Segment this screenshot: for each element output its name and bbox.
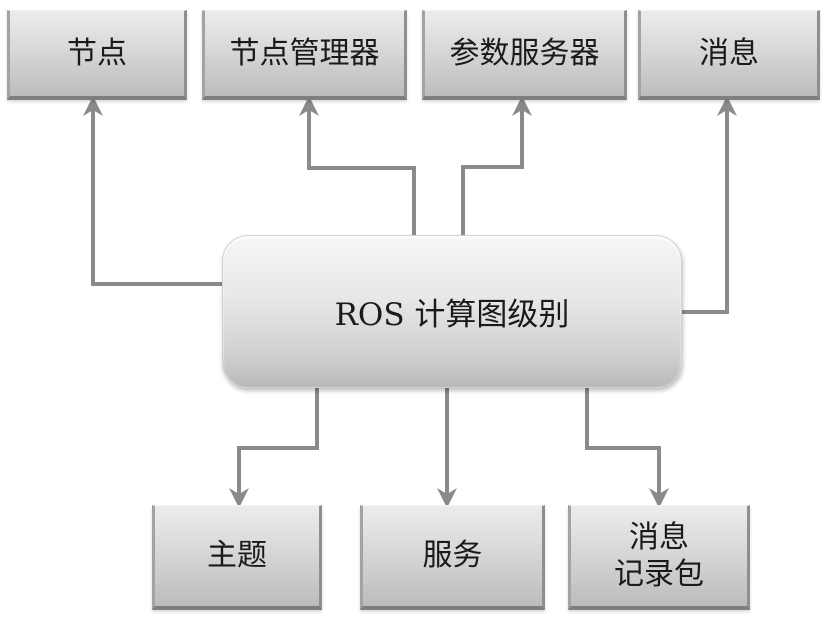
param-server-box: 参数服务器 bbox=[422, 10, 627, 100]
edge-center-to-topic bbox=[229, 388, 319, 508]
edge-center-to-node bbox=[83, 96, 222, 286]
service-box: 服务 bbox=[360, 505, 545, 610]
edge-center-to-bag bbox=[585, 388, 669, 508]
bag-label-line1: 消息 bbox=[629, 519, 689, 555]
master-box: 节点管理器 bbox=[202, 10, 407, 100]
bag-box: 消息 记录包 bbox=[568, 505, 750, 610]
master-label: 节点管理器 bbox=[229, 35, 380, 71]
service-label: 服务 bbox=[422, 538, 483, 574]
edge-center-to-message bbox=[682, 96, 737, 314]
bag-label-line2: 记录包 bbox=[614, 557, 704, 592]
message-box: 消息 bbox=[638, 10, 820, 100]
center-label: ROS 计算图级别 bbox=[334, 297, 570, 333]
edge-center-to-param-server bbox=[461, 96, 532, 235]
message-label: 消息 bbox=[699, 35, 759, 71]
topic-label: 主题 bbox=[207, 538, 267, 574]
node-label: 节点 bbox=[67, 35, 127, 71]
edge-center-to-master bbox=[299, 96, 416, 235]
param-server-label: 参数服务器 bbox=[449, 35, 600, 71]
node-box: 节点 bbox=[7, 10, 187, 100]
bag-label: 消息 记录包 bbox=[614, 519, 704, 594]
topic-box: 主题 bbox=[152, 505, 322, 610]
ros-computation-graph-box: ROS 计算图级别 bbox=[222, 235, 682, 388]
